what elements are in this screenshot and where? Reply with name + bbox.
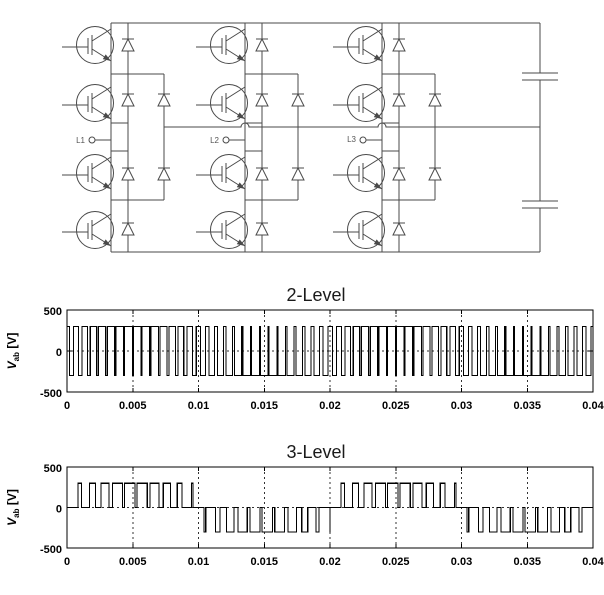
x-tick-label: 0.015 bbox=[250, 556, 278, 568]
y-tick-label: -500 bbox=[40, 544, 62, 556]
x-tick-label: 0.025 bbox=[382, 400, 410, 412]
y-axis-label: Vab [V] bbox=[5, 333, 21, 370]
waveform-path bbox=[67, 482, 594, 533]
x-tick-label: 0.02 bbox=[319, 556, 340, 568]
x-tick-label: 0.02 bbox=[319, 400, 340, 412]
y-tick-label: 0 bbox=[56, 347, 62, 359]
x-tick-label: 0.04 bbox=[582, 556, 604, 568]
x-tick-label: 0.03 bbox=[451, 556, 472, 568]
chart-3-level: 0 0.005 0.01 0.015 0.02 0.025 0.03 0.035 0.04 500… bbox=[5, 442, 604, 568]
y-tick-label: -500 bbox=[40, 388, 62, 400]
x-tick-label: 0 bbox=[64, 556, 70, 568]
x-tick-label: 0.04 bbox=[582, 400, 604, 412]
x-tick-label: 0.005 bbox=[119, 400, 147, 412]
x-tick-label: 0.025 bbox=[382, 556, 410, 568]
y-tick-label: 500 bbox=[44, 463, 62, 475]
chart-2-level: 0 0.005 0.01 0.015 0.02 0.025 0.03 0.035 0.04 500… bbox=[5, 285, 604, 412]
x-tick-label: 0.01 bbox=[188, 556, 209, 568]
neutral-rail bbox=[164, 122, 540, 128]
waveform-path bbox=[67, 325, 593, 377]
x-tick-label: 0.03 bbox=[451, 400, 472, 412]
x-tick-label: 0.035 bbox=[513, 400, 541, 412]
chart-title: 3-Level bbox=[286, 442, 345, 462]
y-tick-label: 0 bbox=[56, 504, 62, 516]
phase-label-l2: L2 bbox=[210, 136, 219, 145]
x-tick-label: 0.01 bbox=[188, 400, 209, 412]
x-tick-label: 0.035 bbox=[513, 556, 541, 568]
x-tick-label: 0 bbox=[64, 400, 70, 412]
chart-title: 2-Level bbox=[286, 285, 345, 305]
phase-label-l1: L1 bbox=[76, 136, 85, 145]
y-tick-label: 500 bbox=[44, 306, 62, 318]
npc-inverter-schematic: L1 L2 L3 bbox=[62, 22, 558, 253]
capacitor-top-icon bbox=[522, 72, 558, 81]
dc-bus-lines bbox=[111, 22, 540, 253]
x-tick-label: 0.005 bbox=[119, 556, 147, 568]
y-axis-label: Vab [V] bbox=[5, 489, 21, 526]
capacitor-bottom-icon bbox=[522, 200, 558, 209]
x-tick-label: 0.015 bbox=[250, 400, 278, 412]
phase-label-l3: L3 bbox=[347, 135, 356, 144]
